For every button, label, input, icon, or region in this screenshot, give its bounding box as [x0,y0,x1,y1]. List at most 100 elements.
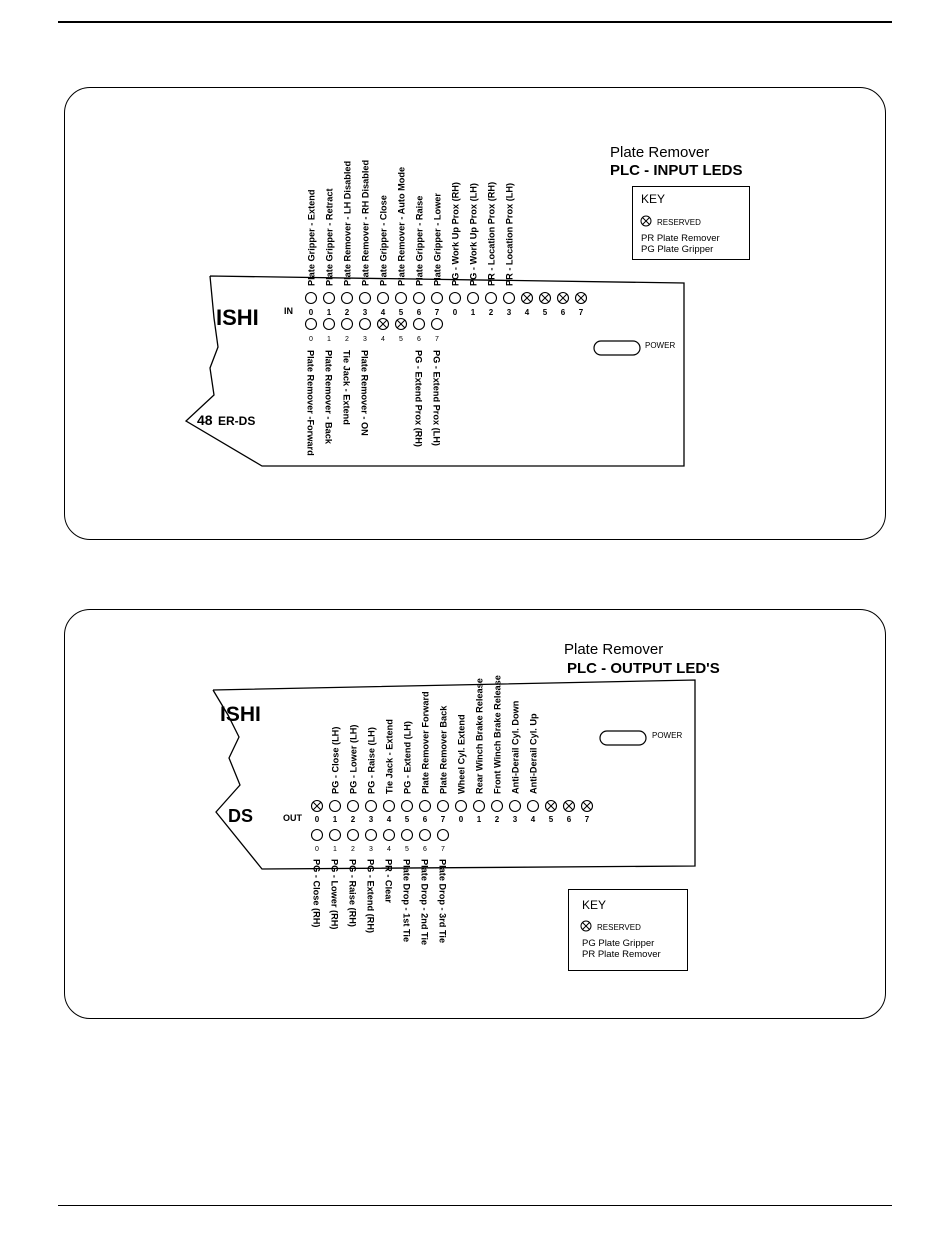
input-led-bottom-6 [412,317,426,331]
input-led-bottom-label: Plate Remover - Back [324,350,334,445]
output-led-bottom-label: Plate Drop - 2nd Tie [420,859,430,945]
output-key-abbr1: PG Plate Gripper [582,938,655,949]
output-led-top-num: 6 [423,815,428,824]
output-led-top-label: Plate Remover Back [438,705,448,794]
output-led-bottom-5 [400,828,414,842]
input-led-top-num: 7 [579,308,584,317]
input-led-top-label: Plate Gripper - Retract [324,188,334,286]
input-title-line2: PLC - INPUT LEDS [610,162,743,179]
output-led-bottom-num: 5 [405,846,409,853]
output-led-bottom-3 [364,828,378,842]
input-led-bottom-3 [358,317,372,331]
output-led-top-label: PG - Extend (LH) [402,721,412,794]
input-led-bottom-num: 5 [399,336,403,343]
input-led-top-num: 3 [507,308,512,317]
output-led-top-label: Tie Jack - Extend [384,719,394,794]
output-led-bottom-label: PG - Extend (RH) [366,859,376,933]
output-led-top-num: 4 [387,815,392,824]
output-led-top-num: 0 [459,815,464,824]
input-led-top-5 [394,291,408,305]
output-key-title: KEY [582,898,607,912]
input-led-top-12 [520,291,534,305]
output-led-top-num: 7 [585,815,590,824]
output-led-top-2 [346,799,360,813]
input-power-indicator [593,340,641,356]
output-led-bottom-label: PG - Close (RH) [312,859,322,927]
input-led-top-label: Plate Gripper - Lower [432,193,442,286]
output-led-bottom-num: 1 [333,846,337,853]
input-led-top-num: 1 [327,308,332,317]
input-key-title: KEY [641,192,666,206]
output-panel [64,609,886,1019]
input-led-top-label: Plate Gripper - Extend [306,190,316,287]
output-led-top-label: PG - Lower (LH) [348,725,358,794]
output-led-top-11 [508,799,522,813]
input-led-top-label: PG - Work Up Prox (LH) [468,183,478,286]
output-led-bottom-1 [328,828,342,842]
output-led-top-15 [580,799,594,813]
output-led-top-num: 3 [369,815,374,824]
input-led-top-num: 7 [435,308,440,317]
output-power-indicator [599,730,647,746]
output-led-top-6 [418,799,432,813]
output-led-top-num: 6 [567,815,572,824]
input-led-top-label: PR - Location Prox (RH) [486,182,496,286]
output-led-top-label: Anti-Derail Cyl. Down [510,700,520,794]
input-led-top-num: 4 [525,308,530,317]
input-led-top-label: PG - Work Up Prox (RH) [450,182,460,286]
output-led-top-10 [490,799,504,813]
input-key-box: KEY RESERVED PR Plate Remover PG Plate G… [632,186,750,260]
input-led-top-13 [538,291,552,305]
output-led-top-4 [382,799,396,813]
input-led-bottom-7 [430,317,444,331]
input-led-top-15 [574,291,588,305]
output-led-bottom-num: 3 [369,846,373,853]
output-led-top-9 [472,799,486,813]
input-led-bottom-label: Tie Jack - Extend [342,350,352,425]
input-led-top-num: 3 [363,308,368,317]
input-led-top-4 [376,291,390,305]
input-led-top-label: Plate Remover - Auto Mode [396,167,406,286]
input-led-top-num: 5 [399,308,404,317]
output-led-bottom-label: Plate Drop - 3rd Tie [438,859,448,943]
top-rule [58,21,892,23]
input-model-number: 48 [197,412,213,428]
input-led-bottom-num: 7 [435,336,439,343]
input-led-top-1 [322,291,336,305]
input-led-bottom-label: Plate Remover - ON [360,350,370,436]
output-led-top-num: 0 [315,815,320,824]
input-plc-outline [184,275,685,467]
input-led-top-0 [304,291,318,305]
output-led-top-label: Anti-Derail Cyl. Up [528,713,538,794]
output-led-bottom-num: 6 [423,846,427,853]
output-led-top-label: Front Winch Brake Release [492,675,502,794]
output-key-box: KEY RESERVED PG Plate Gripper PR Plate R… [568,889,688,971]
output-led-top-label: Plate Remover Forward [420,691,430,794]
output-bank-label: OUT [283,813,302,823]
input-led-bottom-num: 0 [309,336,313,343]
output-led-top-num: 2 [351,815,356,824]
input-led-top-num: 5 [543,308,548,317]
input-led-bottom-5 [394,317,408,331]
input-key-abbr1: PR Plate Remover [641,233,720,244]
input-panel [64,87,886,540]
output-plc-outline [212,679,696,870]
output-led-top-num: 1 [477,815,482,824]
output-brand: ISHI [220,703,261,726]
input-led-bottom-4 [376,317,390,331]
input-led-top-num: 6 [417,308,422,317]
reserved-icon [640,215,652,227]
input-led-top-num: 6 [561,308,566,317]
input-led-bottom-2 [340,317,354,331]
input-led-bottom-1 [322,317,336,331]
input-led-top-8 [448,291,462,305]
input-led-top-10 [484,291,498,305]
input-led-bottom-num: 4 [381,336,385,343]
input-power-label: POWER [645,341,676,350]
output-led-bottom-0 [310,828,324,842]
input-led-top-label: Plate Gripper - Close [378,195,388,286]
input-led-top-label: PR - Location Prox (LH) [504,183,514,286]
output-title-line1: Plate Remover [564,641,664,658]
output-led-bottom-num: 7 [441,846,445,853]
